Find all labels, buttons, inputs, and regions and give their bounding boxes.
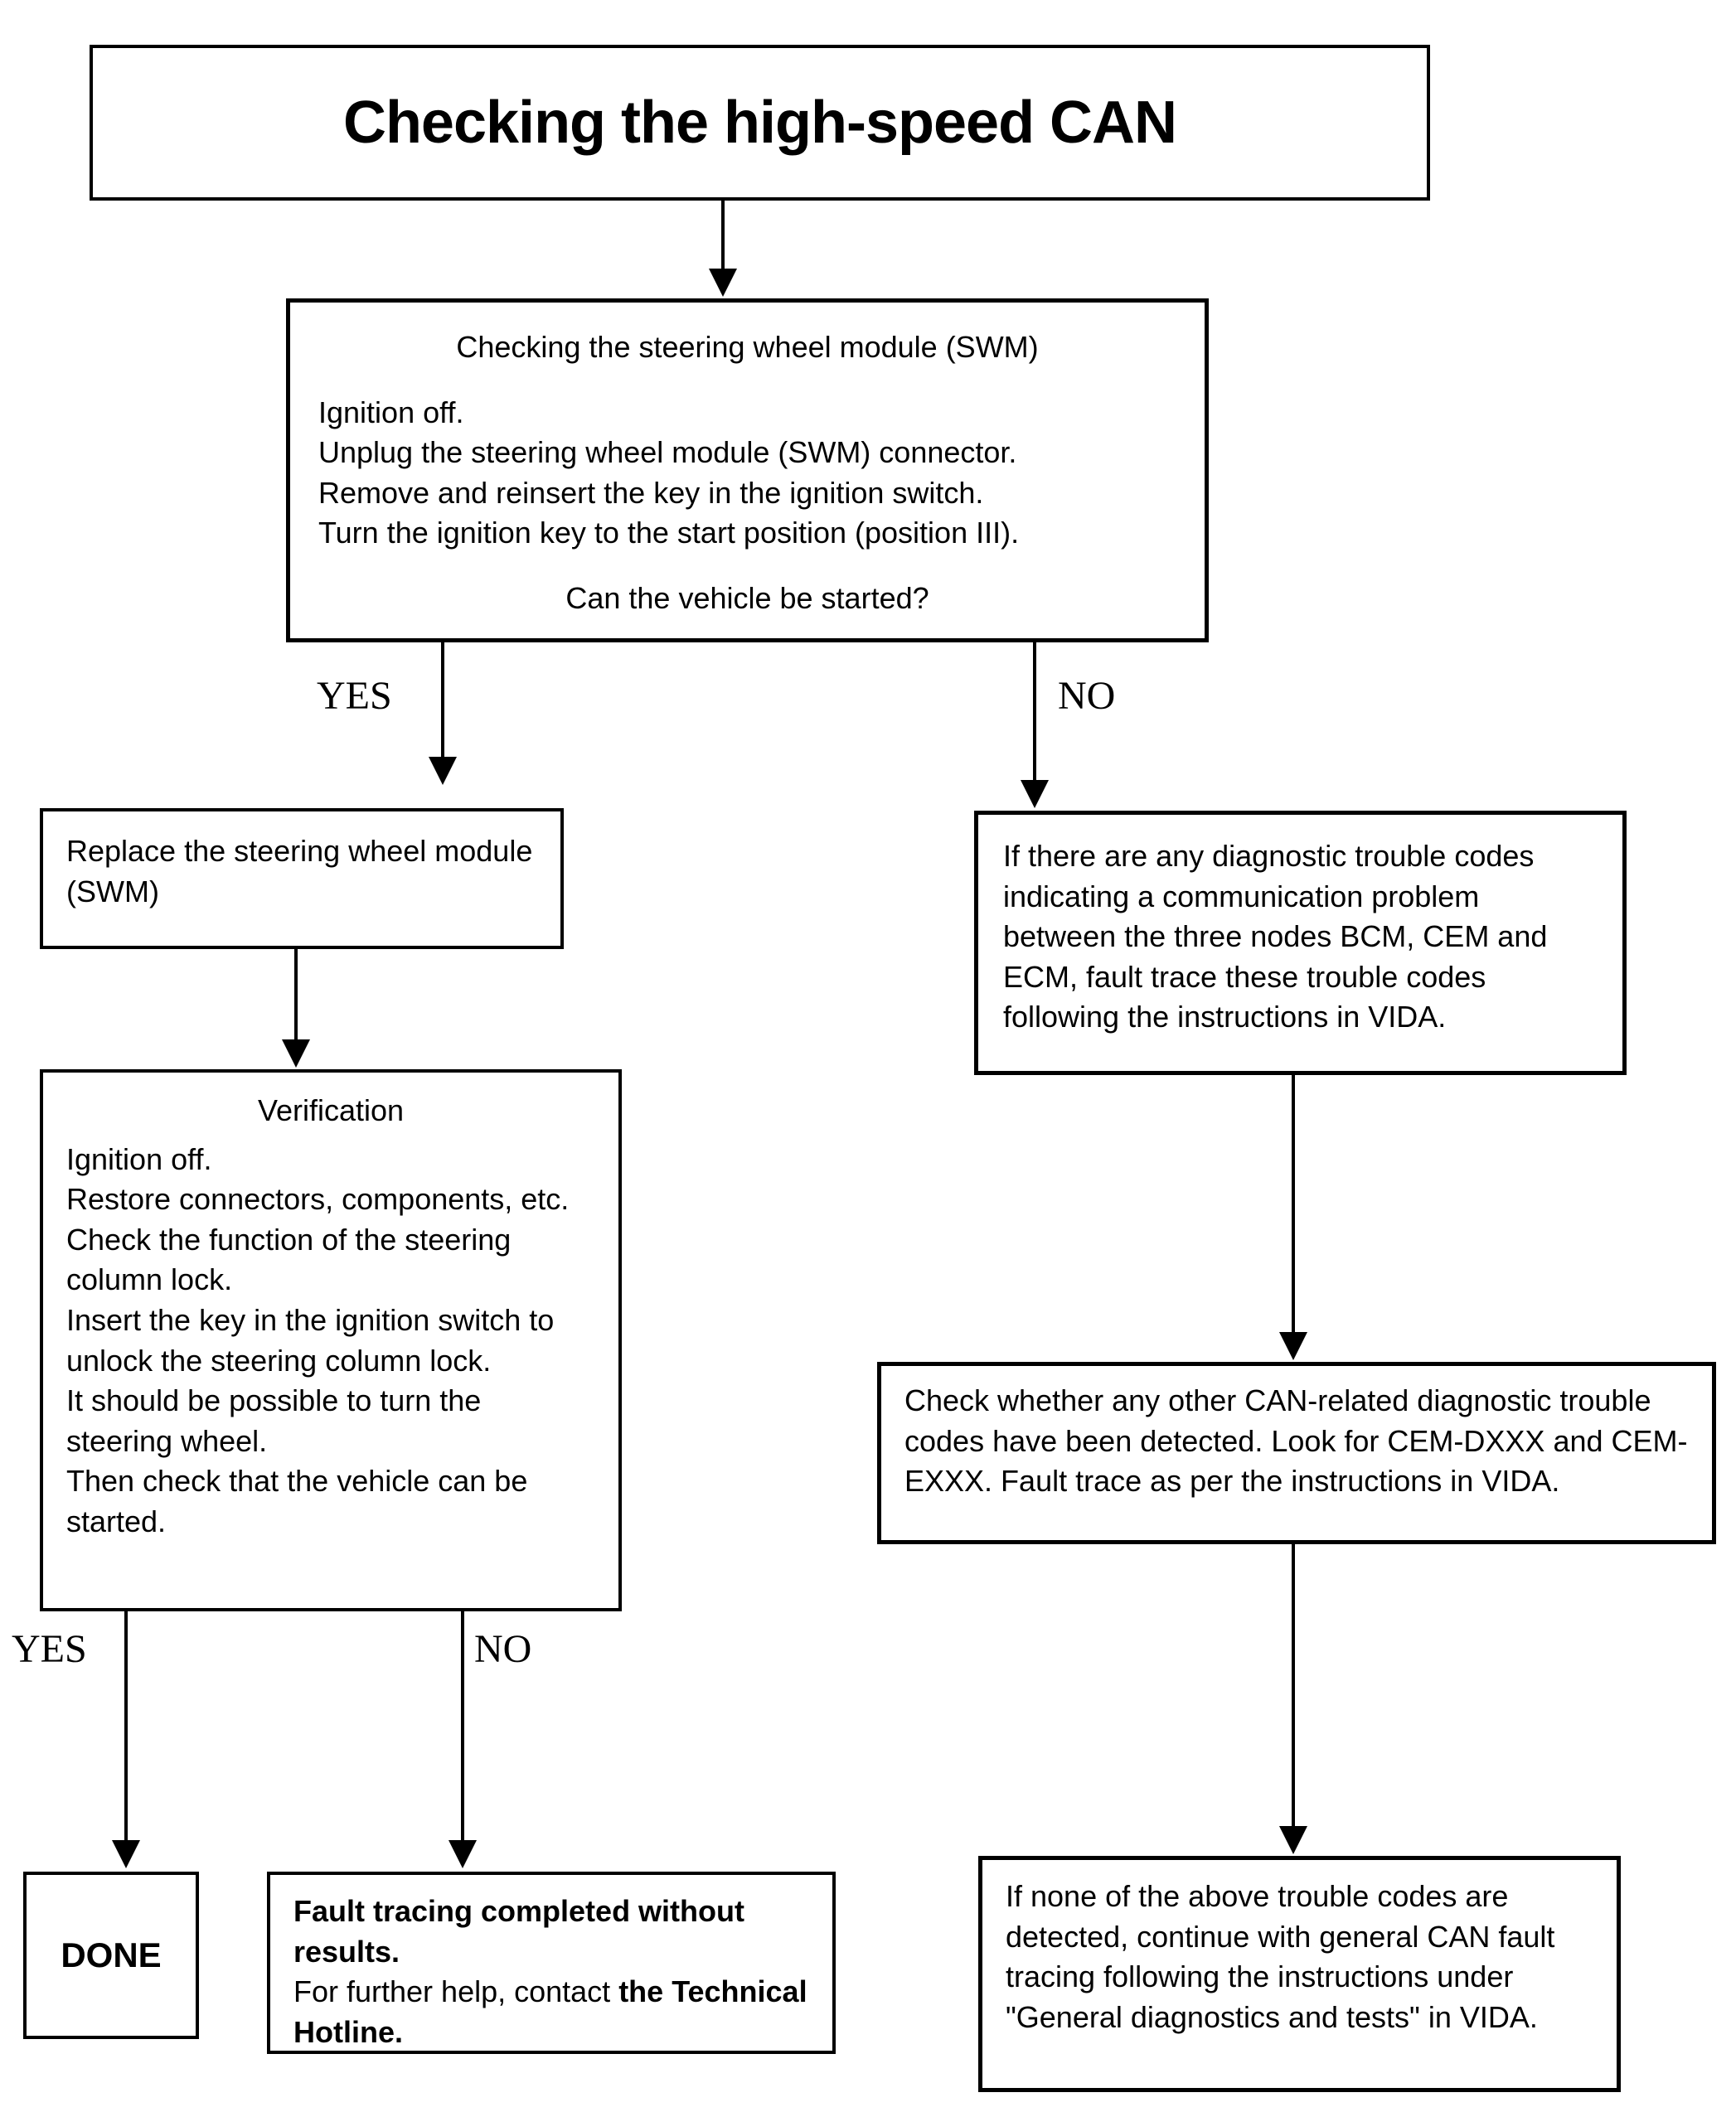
node-step-list: Ignition off. Unplug the steering wheel m… [318, 393, 1176, 554]
branch-label-yes-2: YES [12, 1627, 87, 1671]
node-fault-tracing-completed: Fault tracing completed without results.… [267, 1872, 836, 2054]
arrow-diagnostic-codes-to-check-other [1278, 1075, 1308, 1360]
step-line: Remove and reinsert the key in the ignit… [318, 475, 984, 510]
node-text: If there are any diagnostic trouble code… [1003, 839, 1548, 1034]
page-title: Checking the high-speed CAN [342, 90, 1177, 156]
node-text-contact-line: For further help, contact the Technical … [293, 1972, 809, 2052]
node-heading: Verification [257, 1093, 405, 1127]
node-done: DONE [23, 1872, 199, 2039]
node-text-normal: For further help, contact [293, 1974, 619, 2009]
node-text: Replace the steering wheel module (SWM) [66, 834, 533, 908]
branch-label-no-1: NO [1058, 674, 1116, 718]
node-text-bold-tail: the Technical Hotline. [293, 1974, 807, 2049]
node-verification: Verification Ignition off. Restore connec… [40, 1069, 622, 1611]
arrow-yes-to-replace-swm [428, 642, 458, 785]
arrow-title-to-swm-check [708, 201, 738, 297]
node-step-list: Ignition off. Restore connectors, compone… [66, 1140, 595, 1543]
step-line: Then check that the vehicle can be start… [66, 1464, 528, 1538]
node-text-bold-lead: Fault tracing completed without results. [293, 1894, 745, 1969]
step-line: Insert the key in the ignition switch to… [66, 1302, 555, 1378]
step-line: Check the function of the steering colum… [66, 1222, 512, 1297]
step-line: Ignition off. [318, 395, 464, 429]
node-swm-check: Checking the steering wheel module (SWM)… [286, 298, 1209, 642]
node-heading: Checking the steering wheel module (SWM) [456, 330, 1039, 364]
node-check-other-codes: Check whether any other CAN-related diag… [877, 1362, 1716, 1544]
arrow-yes-to-done [111, 1611, 141, 1868]
node-text: If none of the above trouble codes are d… [1006, 1879, 1555, 2034]
step-line: Restore connectors, components, etc. [66, 1182, 570, 1217]
branch-label-no-2: NO [474, 1627, 532, 1671]
node-general-can-tracing: If none of the above trouble codes are d… [978, 1856, 1621, 2092]
node-question: Can the vehicle be started? [565, 580, 929, 615]
arrow-no-to-diagnostic-codes [1020, 642, 1050, 808]
node-diagnostic-codes: If there are any diagnostic trouble code… [974, 811, 1627, 1075]
arrow-check-other-to-general-can [1278, 1544, 1308, 1854]
node-replace-swm: Replace the steering wheel module (SWM) [40, 808, 564, 949]
done-label: DONE [61, 1935, 162, 1974]
step-line: Unplug the steering wheel module (SWM) c… [318, 435, 1017, 470]
node-text: Check whether any other CAN-related diag… [904, 1383, 1688, 1499]
step-line: Turn the ignition key to the start posit… [318, 516, 1020, 550]
node-title: Checking the high-speed CAN [90, 45, 1430, 201]
branch-label-yes-1: YES [317, 674, 392, 718]
arrow-replace-swm-to-verification [281, 949, 311, 1068]
step-line: Ignition off. [66, 1141, 212, 1176]
step-line: It should be possible to turn the steeri… [66, 1383, 482, 1458]
arrow-no-to-fault-tracing [448, 1611, 478, 1868]
